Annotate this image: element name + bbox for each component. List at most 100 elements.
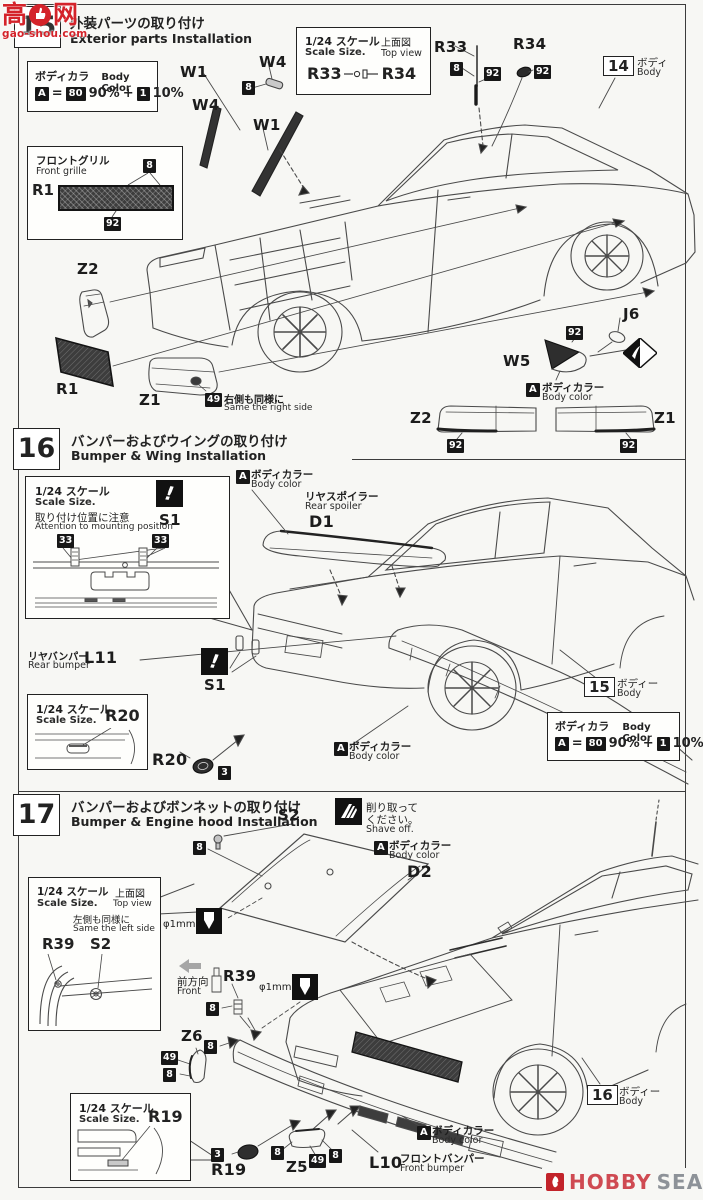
paint-badge-49: 49 <box>205 393 223 407</box>
front-grille-ja: フロントグリル <box>36 155 110 167</box>
callout-15-body: 15 <box>584 677 615 697</box>
page-border-bottom <box>18 1187 686 1189</box>
scale-title-en: Scale Size. <box>35 497 96 508</box>
diamond-marker-icon <box>623 338 657 368</box>
scale-box-r20: 1/24 スケール Scale Size. R20 <box>27 694 148 770</box>
body-color-en: Body color <box>349 751 400 762</box>
drill-icon <box>196 908 222 934</box>
paint-badge-8: 8 <box>242 81 255 95</box>
page-border-top <box>18 4 686 6</box>
front-direction-en: Front <box>177 986 202 997</box>
same-right-en: Same the right side <box>224 403 313 413</box>
part-label-r39: R39 <box>42 935 75 953</box>
shave-off-icon <box>335 798 362 825</box>
watermark-char-right: 网 <box>53 0 79 29</box>
section-divider-16-17 <box>18 791 686 793</box>
schematic-r34: R34 <box>381 64 417 83</box>
body-label-ja: ボディー <box>619 1086 661 1098</box>
formula-equals: = <box>51 86 63 101</box>
paint-badge-8: 8 <box>206 1002 219 1016</box>
part-label-z1: Z1 <box>139 391 161 409</box>
paint-badge-8: 8 <box>193 841 206 855</box>
paint-1-badge: 1 <box>136 86 150 101</box>
scale-title-ja: 1/24 スケール <box>36 703 111 716</box>
body-label-en: Body <box>617 688 641 699</box>
paint-badge-92: 92 <box>620 439 638 453</box>
body-color-ja: ボディカラー <box>389 840 452 852</box>
color-a-badge: A <box>417 1126 431 1140</box>
scale-title-en: Scale Size. <box>305 47 366 58</box>
formula-90: 90% <box>608 736 640 751</box>
rear-spoiler-ja: リヤスポイラー <box>305 491 379 503</box>
part-label-w4: W4 <box>259 53 287 71</box>
part-label-r39b: R39 <box>223 967 257 985</box>
drill-size-label: φ1mm <box>259 982 292 993</box>
paint-badge-92: 92 <box>534 65 552 79</box>
attention-icon: ! <box>156 480 183 507</box>
part-label-r34: R34 <box>513 35 547 53</box>
rear-spoiler-en: Rear spoiler <box>305 501 362 512</box>
paint-badge-92: 92 <box>447 439 465 453</box>
rear-bumper-ja: リヤバンパー <box>28 652 89 663</box>
attention-icon: ! <box>201 648 228 675</box>
front-grille-en: Front grille <box>36 166 87 177</box>
scale-box-antenna: 1/24 スケール 上面図 Scale Size. Top view R33 R… <box>296 27 431 95</box>
scale-title-ja: 1/24 スケール <box>305 35 380 48</box>
callout-14-body: 14 <box>603 56 634 76</box>
logo-word-hobby: HOBBY <box>569 1170 652 1194</box>
grille-part-drawing <box>58 185 174 211</box>
part-label-d2: D2 <box>407 862 433 881</box>
page-border-right <box>685 4 687 1188</box>
same-right-ja: 右側も同様に <box>224 395 284 406</box>
part-label-z5: Z5 <box>286 1158 308 1176</box>
part-label-w4b: W4 <box>192 96 220 114</box>
part-label-l10: L10 <box>369 1153 403 1172</box>
paint-formula: A = 80 90% + 1 10% <box>555 736 703 751</box>
attention-ja: 取り付け位置に注意 <box>35 512 130 524</box>
part-label-z6: Z6 <box>181 1027 203 1045</box>
part-label-z2-strip: Z2 <box>410 409 432 427</box>
same-left-en: Same the left side <box>73 924 155 934</box>
hobby-search-icon <box>546 1173 564 1191</box>
paint-badge-33: 33 <box>152 534 170 548</box>
body-label-ja: ボディー <box>617 678 659 690</box>
part-label-s1: S1 <box>159 511 181 529</box>
formula-90: 90% <box>88 86 120 101</box>
page-border-left <box>18 4 20 1188</box>
body-label-en: Body <box>619 1096 643 1107</box>
paint-badge-8: 8 <box>329 1149 342 1163</box>
paint-badge-49: 49 <box>309 1154 327 1168</box>
part-label-s2: S2 <box>278 806 300 824</box>
paint-1-badge: 1 <box>656 736 670 751</box>
part-label-s2b: S2 <box>90 935 112 953</box>
paint-badge-8: 8 <box>450 62 463 76</box>
part-label-r1b: R1 <box>56 380 79 398</box>
top-view-box: 1/24 スケール Scale Size. 上面図 Top view 左側も同様… <box>28 877 161 1031</box>
formula-10: 10% <box>152 86 184 101</box>
body-color-ja: ボディカラー <box>349 741 412 753</box>
part-label-z2: Z2 <box>77 260 99 278</box>
formula-10: 10% <box>672 736 703 751</box>
body-label-ja: ボディ <box>637 57 668 69</box>
color-a-badge: A <box>35 86 49 101</box>
part-label-r1: R1 <box>32 181 54 199</box>
part-label-j6: J6 <box>623 305 640 323</box>
color-a-badge: A <box>236 470 250 484</box>
body-color-en: Body color <box>389 850 440 861</box>
body-color-en: Body color <box>432 1135 483 1146</box>
body-color-title-en: Body Color <box>622 722 652 744</box>
scale-title-ja: 1/24 スケール <box>35 485 110 498</box>
body-color-ja: ボディカラー <box>251 469 314 481</box>
formula-equals: = <box>571 736 583 751</box>
body-label-en: Body <box>637 67 661 78</box>
front-grille-box: フロントグリル Front grille R1 8 92 <box>27 146 183 240</box>
watermark-site: gao-shou.com <box>2 28 88 40</box>
part-label-w1b: W1 <box>253 116 281 134</box>
body-color-en: Body color <box>251 479 302 490</box>
step-15-title-en: Exterior parts Installation <box>70 31 253 46</box>
part-label-r19b: R19 <box>211 1160 247 1179</box>
color-a-badge: A <box>334 742 348 756</box>
drill-size-label: φ1mm <box>163 919 196 930</box>
watermark-char-left: 高 <box>2 0 28 29</box>
